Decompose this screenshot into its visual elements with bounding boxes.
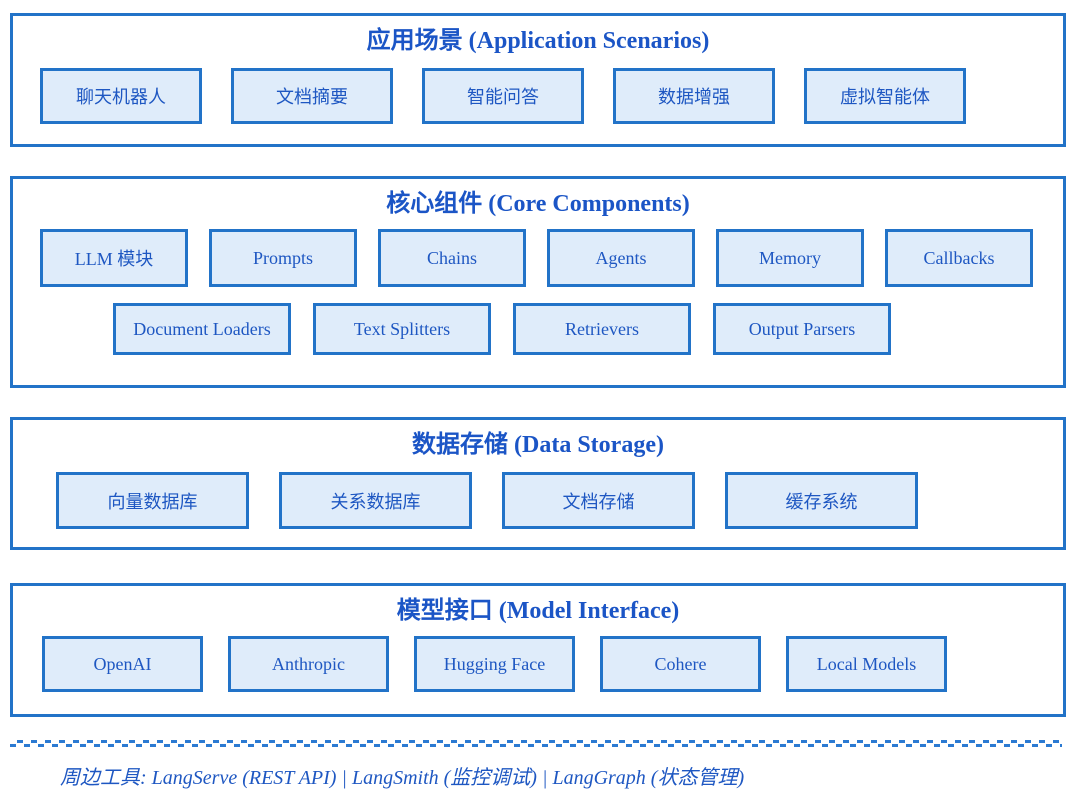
box-hugging-face: Hugging Face	[414, 636, 575, 692]
section-title-data-storage: 数据存储 (Data Storage)	[412, 432, 664, 458]
box-anthropic: Anthropic	[228, 636, 389, 692]
box-memory: Memory	[716, 229, 864, 287]
box-relational-database: 关系数据库	[279, 472, 472, 529]
box-smart-qa: 智能问答	[422, 68, 584, 124]
core-components-row-1: LLM 模块 Prompts Chains Agents Memory Call…	[40, 229, 1063, 287]
box-agents: Agents	[547, 229, 695, 287]
box-cache-system: 缓存系统	[725, 472, 918, 529]
section-title-model-interface: 模型接口 (Model Interface)	[396, 598, 680, 624]
section-title-core-components: 核心组件 (Core Components)	[386, 191, 690, 217]
box-text-splitters: Text Splitters	[313, 303, 491, 355]
section-core-components: 核心组件 (Core Components) LLM 模块 Prompts Ch…	[10, 176, 1066, 388]
box-chains: Chains	[378, 229, 526, 287]
data-storage-row: 向量数据库 关系数据库 文档存储 缓存系统	[56, 472, 1063, 529]
box-virtual-agent: 虚拟智能体	[804, 68, 966, 124]
peripheral-tools-note: 周边工具: LangServe (REST API) | LangSmith (…	[60, 767, 745, 789]
box-document-loaders: Document Loaders	[113, 303, 291, 355]
box-local-models: Local Models	[786, 636, 947, 692]
box-llm-module: LLM 模块	[40, 229, 188, 287]
section-data-storage: 数据存储 (Data Storage) 向量数据库 关系数据库 文档存储 缓存系…	[10, 417, 1066, 550]
box-doc-summary: 文档摘要	[231, 68, 393, 124]
box-cohere: Cohere	[600, 636, 761, 692]
box-retrievers: Retrievers	[513, 303, 691, 355]
section-model-interface: 模型接口 (Model Interface) OpenAI Anthropic …	[10, 583, 1066, 717]
core-components-row-2: Document Loaders Text Splitters Retrieve…	[113, 303, 1063, 355]
section-application-scenarios: 应用场景 (Application Scenarios) 聊天机器人 文档摘要 …	[10, 13, 1066, 147]
box-prompts: Prompts	[209, 229, 357, 287]
box-data-augmentation: 数据增强	[613, 68, 775, 124]
section-title-application-scenarios: 应用场景 (Application Scenarios)	[366, 28, 710, 54]
box-vector-database: 向量数据库	[56, 472, 249, 529]
box-openai: OpenAI	[42, 636, 203, 692]
model-interface-row: OpenAI Anthropic Hugging Face Cohere Loc…	[42, 636, 1063, 692]
box-callbacks: Callbacks	[885, 229, 1033, 287]
box-chatbot: 聊天机器人	[40, 68, 202, 124]
application-scenarios-row: 聊天机器人 文档摘要 智能问答 数据增强 虚拟智能体	[40, 68, 1063, 124]
box-document-store: 文档存储	[502, 472, 695, 529]
architecture-diagram: 应用场景 (Application Scenarios) 聊天机器人 文档摘要 …	[0, 13, 1080, 807]
dashed-separator	[10, 740, 1062, 748]
box-output-parsers: Output Parsers	[713, 303, 891, 355]
